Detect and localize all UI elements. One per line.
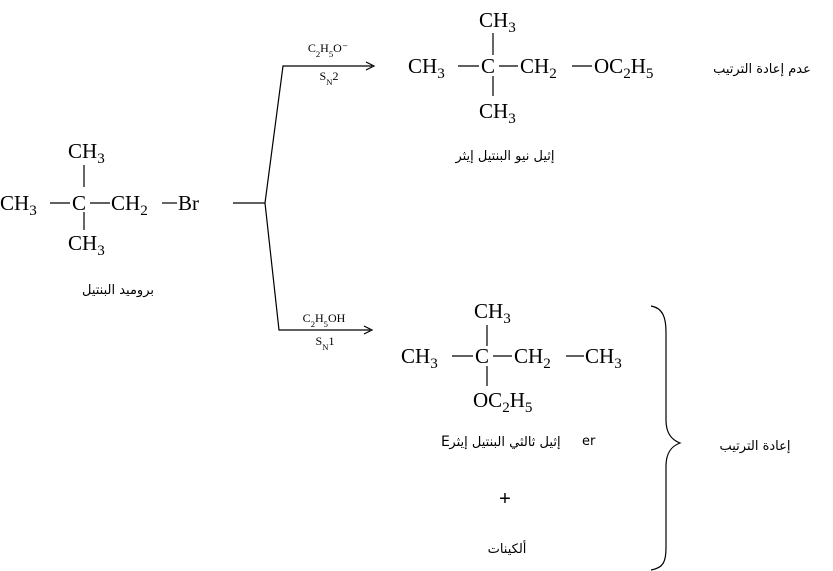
reactant-methylene: CH2 bbox=[111, 191, 148, 219]
bottom-product-methylene: CH2 bbox=[514, 344, 551, 372]
reactant-left-methyl: CH3 bbox=[0, 191, 37, 219]
arrow-bottom-path bbox=[264, 202, 370, 331]
bottom-product-name-prefix: E bbox=[441, 434, 450, 450]
reactant-bromine: Br bbox=[178, 191, 199, 215]
top-outcome-label: عدم إعادة الترتيب bbox=[713, 62, 811, 77]
reactant-name: بروميد البنتيل bbox=[82, 283, 154, 298]
top-product-top-methyl: CH3 bbox=[479, 8, 516, 36]
top-mechanism: SN2 bbox=[320, 69, 339, 87]
top-product-ethoxy: OC2H5 bbox=[594, 54, 653, 82]
bottom-reagent: C2H5OH bbox=[303, 311, 346, 329]
bottom-product-central-carbon: C bbox=[475, 344, 489, 368]
bottom-product-name: إثيل ثالثي البنتيل إيثر bbox=[448, 435, 560, 450]
arrow-bottom-head bbox=[363, 325, 374, 335]
top-product-central-carbon: C bbox=[481, 54, 495, 78]
bottom-product-ethoxy: OC2H5 bbox=[473, 388, 532, 416]
top-product-bottom-methyl: CH3 bbox=[479, 99, 516, 127]
top-reagent: C2H5O⁻ bbox=[308, 41, 348, 59]
branch-arrows bbox=[233, 61, 376, 335]
right-brace bbox=[650, 305, 682, 571]
top-reagent-label: C2H5O⁻ SN2 bbox=[308, 41, 348, 87]
bottom-product-right-methyl: CH3 bbox=[585, 344, 622, 372]
top-product-left-methyl: CH3 bbox=[408, 54, 445, 82]
plus-sign: + bbox=[499, 488, 511, 510]
top-product-name: إثيل نيو البنتيل إيثر bbox=[454, 149, 554, 164]
bottom-byproduct: ألكينات bbox=[488, 540, 527, 557]
bottom-product-left-methyl: CH3 bbox=[401, 344, 438, 372]
bottom-mechanism: SN1 bbox=[316, 334, 335, 352]
bottom-product-top-methyl: CH3 bbox=[474, 299, 511, 327]
reactant-central-carbon: C bbox=[72, 191, 86, 215]
arrow-top-head bbox=[365, 61, 376, 71]
bottom-outcome-label: إعادة الترتيب bbox=[719, 439, 790, 454]
reactant-top-methyl: CH3 bbox=[68, 139, 105, 167]
top-product-methylene: CH2 bbox=[520, 54, 557, 82]
reactant-bottom-methyl: CH3 bbox=[68, 231, 105, 259]
top-product-structure: CH3 CH3 C CH2 OC2H5 CH3 إثيل نيو البنتيل… bbox=[408, 8, 653, 164]
bottom-product-structure: CH3 CH3 C CH2 CH3 OC2H5 E إثيل ثالثي الب… bbox=[401, 299, 622, 450]
bottom-product-name-suffix: er bbox=[582, 434, 596, 449]
reactant-structure: CH3 CH3 C CH2 Br CH3 بروميد البنتيل bbox=[0, 139, 199, 298]
arrow-top-path bbox=[264, 65, 372, 204]
bottom-reagent-label: C2H5OH SN1 bbox=[303, 311, 346, 352]
